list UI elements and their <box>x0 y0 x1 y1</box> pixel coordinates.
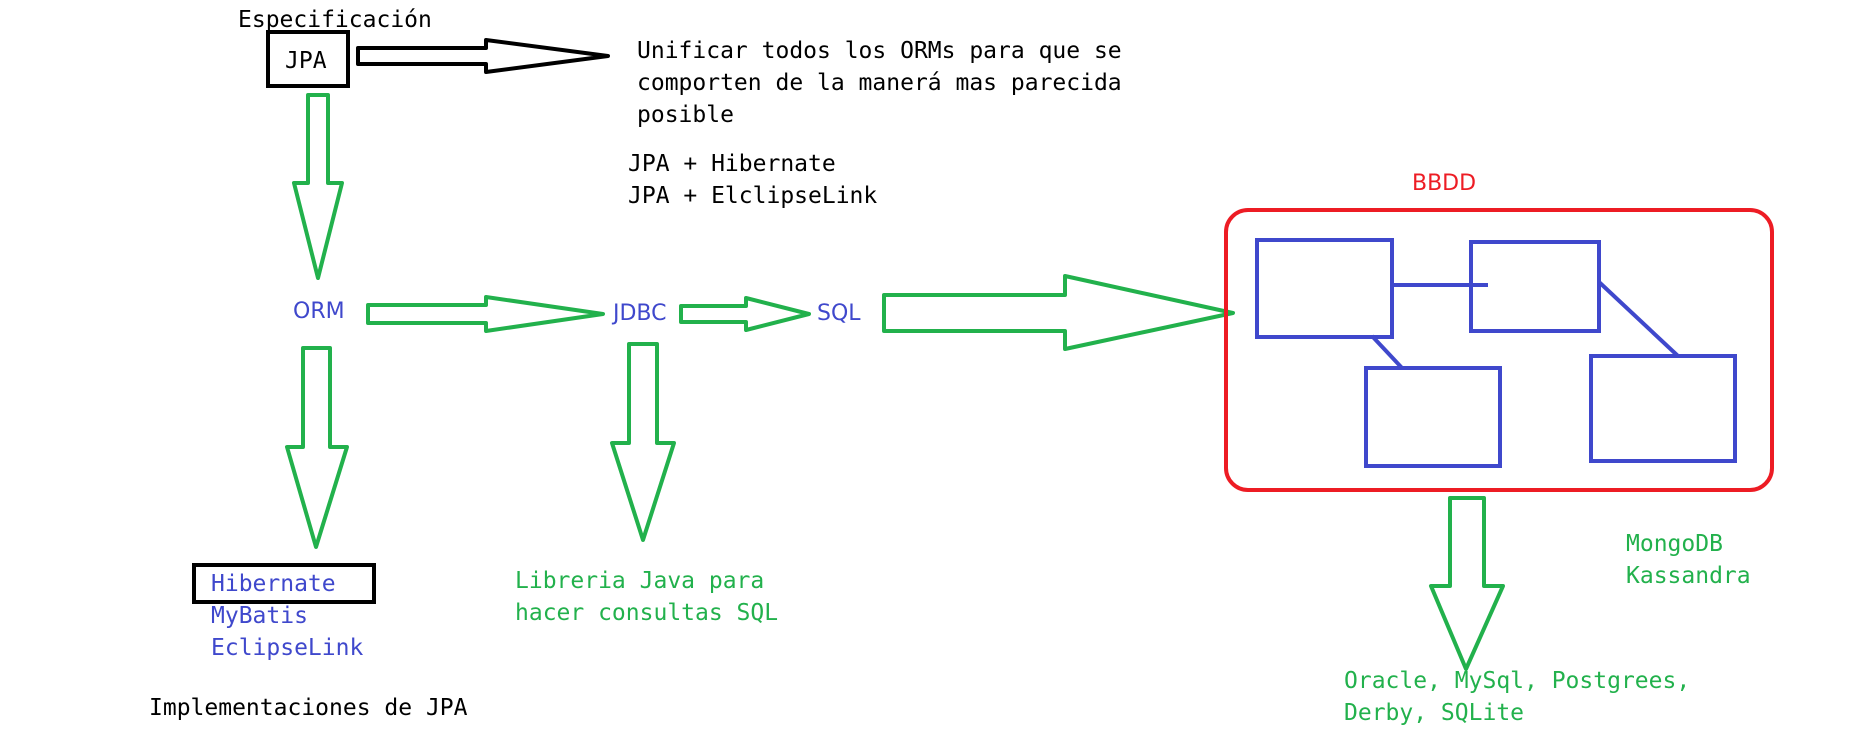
combo-line-2: JPA + ElclipseLink <box>628 183 878 209</box>
jdbc-desc-line-2: hacer consultas SQL <box>515 600 779 626</box>
arrow-jdbc-to-sql <box>679 296 811 332</box>
hibernate-highlight-box <box>192 563 376 604</box>
arrow-orm-to-jdbc <box>366 295 605 333</box>
combos-text: JPA + Hibernate JPA + ElclipseLink <box>628 148 877 212</box>
arrow-bbdd-to-databases <box>1429 496 1505 671</box>
unificar-text: Unificar todos los ORMs para que se comp… <box>637 35 1122 131</box>
db-table-4 <box>1589 354 1737 463</box>
bbdd-container <box>1224 208 1774 492</box>
nosql-list: MongoDB Kassandra <box>1626 528 1751 592</box>
impl-mybatis: MyBatis <box>211 603 308 629</box>
impl-eclipselink: EclipseLink <box>211 635 364 661</box>
sql-node: SQL <box>817 301 861 326</box>
jdbc-node: JDBC <box>613 301 667 326</box>
nosql-kassandra: Kassandra <box>1626 563 1751 589</box>
combo-line-1: JPA + Hibernate <box>628 151 836 177</box>
jpa-box <box>266 30 350 88</box>
arrow-orm-to-implementations <box>285 346 349 549</box>
jdbc-description: Libreria Java para hacer consultas SQL <box>515 565 778 629</box>
databases-line-2: Derby, SQLite <box>1344 700 1525 726</box>
databases-line-1: Oracle, MySql, Postgrees, <box>1344 668 1691 694</box>
db-table-2 <box>1469 240 1601 333</box>
orm-node: ORM <box>293 299 345 324</box>
nosql-mongodb: MongoDB <box>1626 531 1723 557</box>
implementations-list: Hibernate MyBatis EclipseLink <box>211 568 363 664</box>
arrow-sql-to-bbdd <box>882 274 1235 351</box>
db-relation-2-4 <box>1597 280 1680 358</box>
db-table-1 <box>1255 238 1394 339</box>
db-table-3 <box>1364 366 1502 468</box>
implementations-caption: Implementaciones de JPA <box>149 695 468 721</box>
unificar-line-1: Unificar todos los ORMs para que se <box>637 38 1122 64</box>
spec-label: Especificación <box>238 7 432 33</box>
arrow-jpa-to-unificar <box>356 38 610 74</box>
arrow-jpa-to-orm <box>292 93 344 280</box>
db-relation-1-3 <box>1370 334 1404 370</box>
unificar-line-2: comporten de la manerá mas parecida <box>637 70 1122 96</box>
databases-list: Oracle, MySql, Postgrees, Derby, SQLite <box>1344 665 1690 729</box>
unificar-line-3: posible <box>637 102 734 128</box>
impl-hibernate: Hibernate <box>211 571 336 597</box>
arrow-jdbc-to-description <box>610 342 676 542</box>
jpa-label: JPA <box>285 48 327 74</box>
bbdd-label: BBDD <box>1412 171 1477 196</box>
jdbc-desc-line-1: Libreria Java para <box>515 568 765 594</box>
